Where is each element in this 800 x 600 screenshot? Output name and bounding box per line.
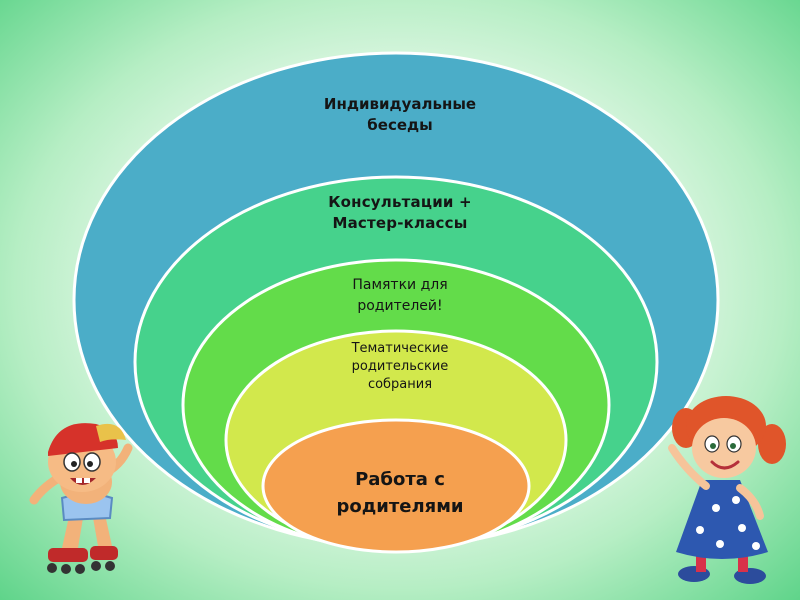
core-line-2: родителями — [336, 496, 464, 517]
onion-diagram — [72, 51, 720, 554]
level-4-line-3: собрания — [367, 377, 433, 392]
level-1-line-1: Индивидуальные — [323, 95, 477, 113]
level-4-label: Тематические родительские собрания — [200, 340, 600, 394]
level-2-line-1: Консультации + — [328, 193, 472, 211]
level-4-line-2: родительские — [351, 359, 449, 374]
core-work-with-parents — [261, 418, 531, 554]
level-3-line-1: Памятки для — [352, 277, 448, 293]
level-2-line-2: Мастер-классы — [332, 214, 468, 232]
level-3-line-2: родителей! — [357, 298, 443, 314]
level-2-label: Консультации + Мастер-классы — [200, 192, 600, 234]
level-4-line-1: Тематические — [351, 341, 449, 356]
level-3-label: Памятки для родителей! — [200, 275, 600, 317]
level-1-label: Индивидуальные беседы — [200, 94, 600, 136]
level-1-line-2: беседы — [367, 116, 433, 134]
boy-on-rollerskates-icon — [29, 423, 133, 574]
core-line-1: Работа с — [355, 469, 445, 490]
core-label: Работа с родителями — [200, 466, 600, 520]
red-haired-girl-icon — [668, 396, 786, 584]
